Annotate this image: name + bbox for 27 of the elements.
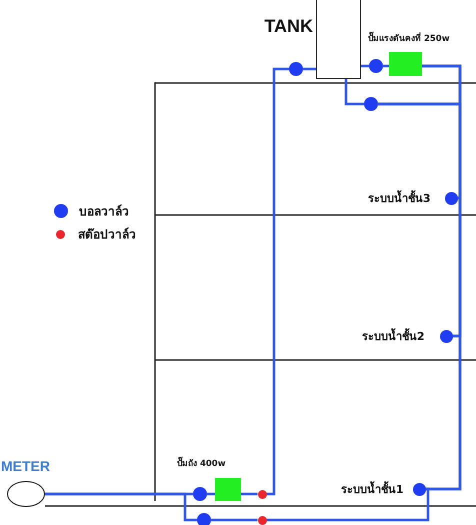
valve-icon bbox=[193, 487, 207, 501]
pipe bbox=[241, 492, 258, 496]
valve-icon bbox=[289, 62, 303, 76]
tank-label: TANK bbox=[264, 16, 313, 37]
meter-label: METER bbox=[1, 458, 50, 474]
valve-icon bbox=[197, 513, 211, 525]
legend-text: บอลวาล์ว bbox=[79, 204, 129, 220]
valve-icon bbox=[258, 516, 266, 524]
pipe bbox=[344, 79, 364, 106]
pump-label: ปั๊มถัง 400w bbox=[177, 456, 226, 470]
legend-text: สต๊อปวาล์ว bbox=[78, 226, 136, 244]
pipe bbox=[266, 68, 289, 496]
floor-label: ระบบน้ำชั้น3 bbox=[368, 189, 430, 207]
pipe bbox=[45, 492, 197, 522]
valve-icon bbox=[364, 97, 378, 111]
pipe bbox=[207, 492, 215, 496]
floor-label: ระบบน้ำชั้น1 bbox=[340, 480, 404, 498]
valve-icon bbox=[258, 490, 266, 498]
pipe bbox=[378, 102, 462, 490]
pipe bbox=[303, 68, 316, 70]
floor-label: ระบบน้ำชั้น2 bbox=[362, 327, 424, 345]
valve-icon bbox=[369, 59, 383, 73]
pipe bbox=[211, 518, 258, 522]
pump-label: ปั๊มแรงดันคงที่ 250w bbox=[368, 31, 450, 45]
pipe bbox=[266, 488, 430, 522]
pipe bbox=[383, 64, 389, 68]
pipe bbox=[361, 64, 369, 68]
